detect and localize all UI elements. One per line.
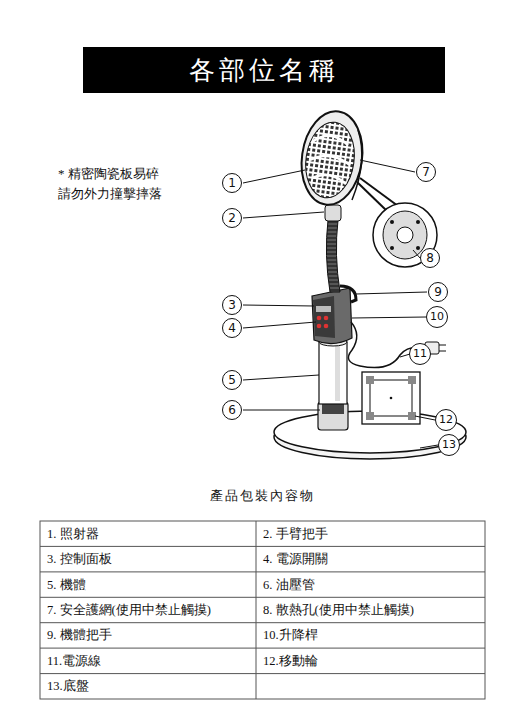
leader-lines (243, 160, 438, 448)
callout-number: 13 (438, 434, 460, 456)
table-cell: 3. 控制面板 (47, 551, 112, 567)
contents-table (40, 521, 485, 699)
body-column (318, 338, 348, 430)
table-cell: 1. 照射器 (47, 526, 99, 542)
title: 各部位名稱 (189, 53, 339, 88)
callout-number: 6 (222, 400, 242, 420)
callout-number: 5 (222, 370, 242, 390)
callout-number: 3 (222, 295, 242, 315)
table-cell: 7. 安全護網(使用中禁止觸摸) (47, 602, 211, 618)
table-cell: 8. 散熱孔(使用中禁止觸摸) (263, 602, 414, 618)
table-cell: 4. 電源開關 (263, 551, 328, 567)
table-cell: 10.升降桿 (263, 627, 318, 643)
callout-number: 7 (416, 162, 436, 182)
callout-number: 1 (222, 173, 242, 193)
table-cell: 6. 油壓管 (263, 577, 315, 593)
wheel-inset (362, 372, 420, 424)
callout-number: 9 (428, 282, 448, 302)
table-cell: 2. 手臂把手 (263, 526, 328, 542)
callout-number: 10 (426, 306, 448, 328)
title-bar: 各部位名稱 (83, 47, 445, 93)
control-housing (312, 286, 356, 344)
warning-note: * 精密陶瓷板易碎 請勿外力撞擊摔落 (58, 164, 168, 204)
callout-number: 12 (435, 409, 457, 431)
table-cell: 11.電源線 (47, 653, 101, 669)
power-cord (348, 322, 446, 368)
callout-number: 8 (420, 248, 440, 268)
callout-number: 11 (409, 343, 431, 365)
lamp-head (296, 107, 368, 208)
table-heading: 產品包裝內容物 (210, 487, 315, 505)
table-cell: 9. 機體把手 (47, 627, 112, 643)
table-cell: 12.移動輪 (263, 653, 318, 669)
table-cell: 5. 機體 (47, 577, 86, 593)
gooseneck-arm (325, 205, 341, 292)
table-cell: 13.底盤 (47, 678, 89, 694)
callout-number: 2 (222, 208, 242, 228)
callout-number: 4 (222, 318, 242, 338)
